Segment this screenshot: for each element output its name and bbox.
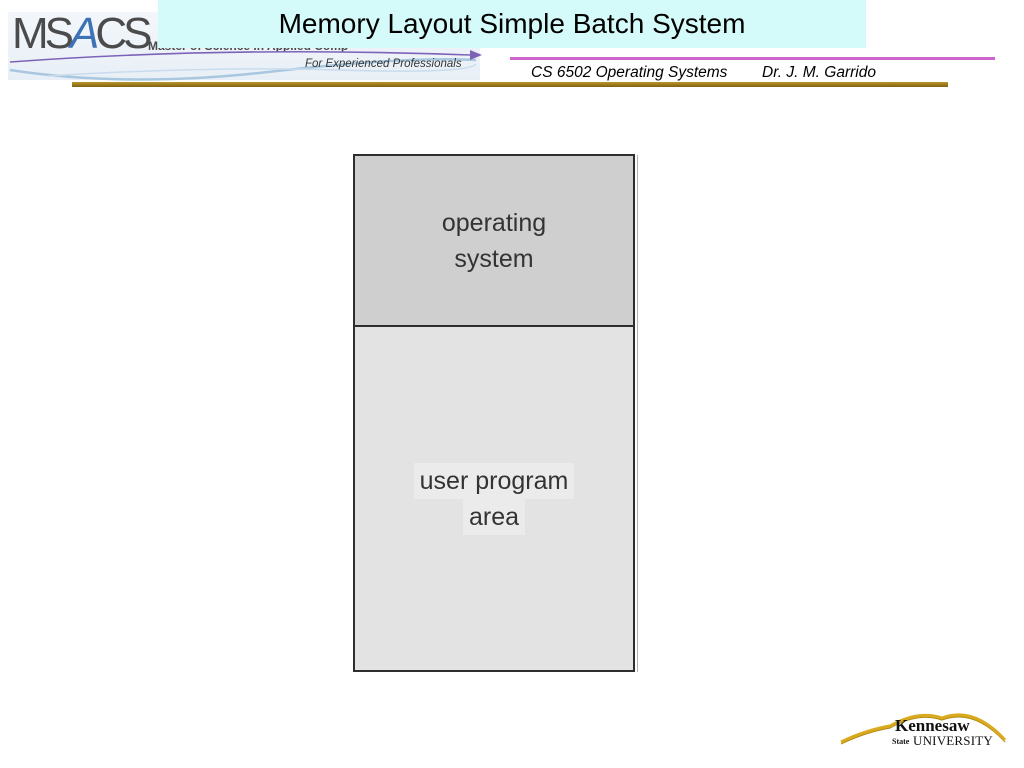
logo-subtitle: For Experienced Professionals (305, 58, 462, 70)
instructor-name: Dr. J. M. Garrido (762, 64, 876, 81)
ksu-mountain-arc-icon (840, 713, 1007, 745)
logo-swoosh-arrow-icon (9, 50, 482, 81)
msacs-logo-wordmark: MSACS (12, 9, 152, 58)
memory-layout-diagram: operating system user program area (353, 154, 635, 672)
logo-letter-a: A (70, 9, 99, 58)
diagram-shadow-edge (637, 155, 638, 672)
slide-title: Memory Layout Simple Batch System (278, 8, 746, 39)
logo-letters-cs: CS (95, 9, 152, 58)
gold-divider (72, 82, 948, 87)
ksu-logo-state: State (892, 737, 910, 746)
logo-letters-ms: MS (12, 9, 74, 58)
region-label-line: user program (413, 462, 575, 499)
purple-divider (510, 57, 995, 60)
title-box: Memory Layout Simple Batch System (158, 0, 866, 48)
region-label-line: operating (441, 208, 547, 237)
user-program-region: user program area (355, 327, 633, 670)
region-label-line: area (462, 498, 526, 535)
course-name: CS 6502 Operating Systems (531, 64, 728, 81)
operating-system-region: operating system (355, 156, 633, 327)
ksu-logo-university: UNIVERSITY (913, 733, 993, 748)
region-label-line: system (454, 244, 534, 273)
ksu-logo-name: Kennesaw (895, 716, 970, 735)
